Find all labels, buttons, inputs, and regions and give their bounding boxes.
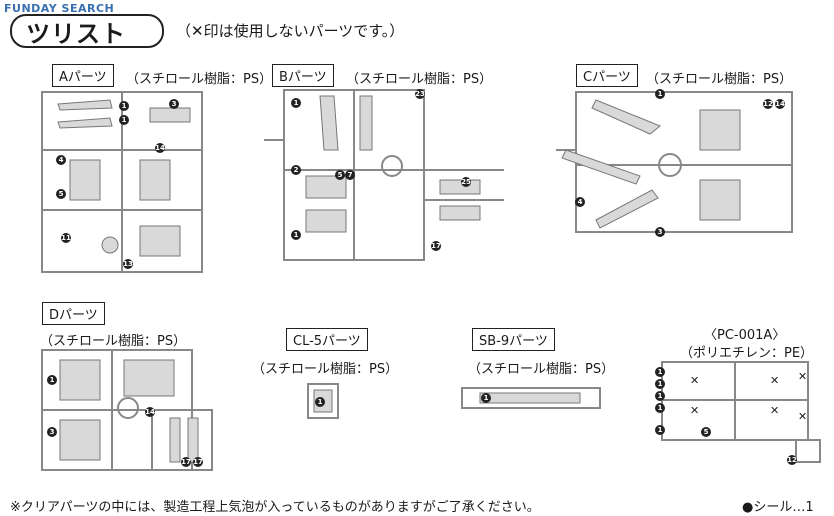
title-frame — [10, 14, 164, 48]
svg-text:2: 2 — [294, 166, 299, 174]
part-pc-label: 〈PC-001A〉 — [704, 328, 786, 343]
part-pc-material: （ポリエチレン：PE） — [680, 346, 814, 361]
svg-text:✕: ✕ — [798, 370, 807, 383]
svg-text:11: 11 — [61, 234, 71, 242]
header-note: （✕印は使用しないパーツです。） — [176, 22, 405, 40]
svg-text:14: 14 — [155, 144, 165, 152]
svg-text:14: 14 — [145, 408, 155, 416]
svg-text:✕: ✕ — [690, 404, 699, 417]
svg-text:1: 1 — [122, 102, 127, 110]
svg-text:25: 25 — [461, 178, 471, 186]
svg-text:5: 5 — [59, 190, 64, 198]
sprue-d — [41, 349, 213, 471]
part-c-label: Cパーツ — [576, 64, 638, 87]
sprue-pc: ✕ ✕ ✕ ✕ ✕ ✕ — [661, 361, 821, 463]
svg-text:1: 1 — [658, 90, 663, 98]
svg-text:13: 13 — [123, 260, 133, 268]
svg-text:1: 1 — [122, 116, 127, 124]
svg-text:4: 4 — [59, 156, 64, 164]
svg-text:1: 1 — [658, 426, 663, 434]
part-b-label: Bパーツ — [272, 64, 334, 87]
seal-count: ●シール…1 — [742, 500, 814, 515]
svg-text:1: 1 — [50, 376, 55, 384]
svg-text:17: 17 — [193, 458, 203, 466]
part-sb9-material: （スチロール樹脂：PS） — [468, 362, 615, 377]
part-a-material: （スチロール樹脂：PS） — [126, 72, 273, 87]
svg-text:1: 1 — [658, 380, 663, 388]
svg-text:1: 1 — [658, 392, 663, 400]
svg-text:4: 4 — [578, 198, 583, 206]
svg-text:3: 3 — [172, 100, 177, 108]
svg-text:3: 3 — [50, 428, 55, 436]
svg-text:1: 1 — [318, 398, 323, 406]
svg-text:1: 1 — [294, 231, 299, 239]
part-cl5-material: （スチロール樹脂：PS） — [252, 362, 399, 377]
svg-text:17: 17 — [431, 242, 441, 250]
sprue-b — [264, 89, 504, 261]
part-a-label: Aパーツ — [52, 64, 114, 87]
svg-text:5: 5 — [704, 428, 709, 436]
part-d-label: Dパーツ — [42, 302, 105, 325]
part-cl5-label: CL-5パーツ — [286, 328, 368, 351]
svg-text:1: 1 — [658, 404, 663, 412]
part-b-material: （スチロール樹脂：PS） — [346, 72, 493, 87]
part-number-markers: 1 1 3 4 5 14 11 13 1 2 1 5 7 23 25 17 1 … — [47, 89, 797, 467]
svg-text:7: 7 — [348, 171, 353, 179]
svg-text:✕: ✕ — [770, 404, 779, 417]
svg-text:✕: ✕ — [770, 374, 779, 387]
watermark: FUNDAY SEARCH — [4, 2, 115, 15]
svg-text:1: 1 — [294, 99, 299, 107]
page-title: ツリスト — [26, 20, 126, 48]
svg-text:23: 23 — [415, 90, 425, 98]
svg-text:5: 5 — [338, 171, 343, 179]
part-sb9-label: SB-9パーツ — [472, 328, 555, 351]
svg-text:14: 14 — [775, 100, 785, 108]
part-c-material: （スチロール樹脂：PS） — [646, 72, 793, 87]
part-d-material: （スチロール樹脂：PS） — [40, 334, 187, 349]
svg-text:1: 1 — [658, 368, 663, 376]
svg-text:✕: ✕ — [798, 410, 807, 423]
sprue-a — [41, 91, 203, 273]
sprue-c — [556, 91, 793, 233]
svg-text:12: 12 — [763, 100, 773, 108]
sprue-sb9 — [461, 387, 601, 409]
svg-text:3: 3 — [658, 228, 663, 236]
svg-text:17: 17 — [181, 458, 191, 466]
svg-text:1: 1 — [484, 394, 489, 402]
svg-text:✕: ✕ — [690, 374, 699, 387]
svg-text:12: 12 — [787, 456, 797, 464]
footer-note: ※クリアパーツの中には、製造工程上気泡が入っているものがありますがご了承ください… — [10, 500, 540, 515]
